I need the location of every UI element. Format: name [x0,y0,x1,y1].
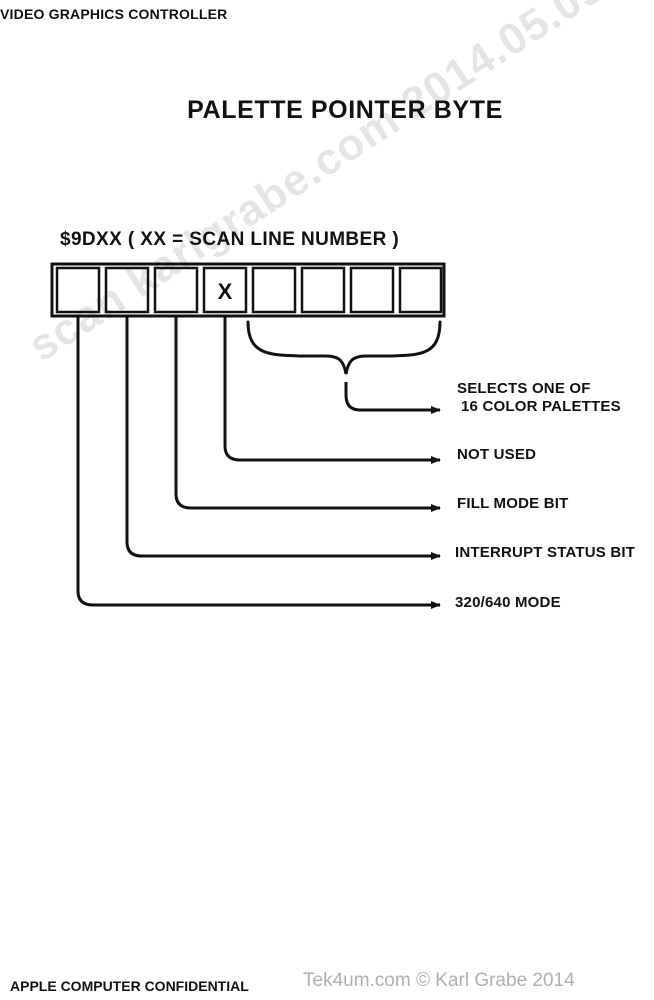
arrow-mode-320-640 [76,316,441,609]
bit-cell-5 [153,266,199,314]
label-interrupt-status-bit: INTERRUPT STATUS BIT [455,544,636,561]
register-frame [50,262,446,318]
bit-cell-2 [300,266,346,314]
arrow-fill-mode [174,316,441,512]
bit-cell-0 [398,266,443,314]
label-palette-select-1: SELECTS ONE OF [457,380,591,397]
credit-footer: Tek4um.com © Karl Grabe 2014 [303,970,575,991]
bit-cell-7 [55,266,101,314]
section-header: VIDEO GRAPHICS CONTROLLER [0,6,228,22]
arrow-not-used [223,316,441,464]
bit-value-4: X [218,279,233,304]
page-title: PALETTE POINTER BYTE [187,96,503,124]
label-palette-select-2: 16 COLOR PALETTES [461,398,621,415]
label-not-used: NOT USED [457,446,537,463]
bit-cell-4 [202,266,248,314]
label-fill-mode-bit: FILL MODE BIT [457,495,569,512]
arrow-interrupt-status [125,316,441,560]
bit-cell-1 [349,266,395,314]
arrow-palette-select [344,382,441,414]
palette-brace [246,320,442,375]
confidential-footer: APPLE COMPUTER CONFIDENTIAL [10,978,249,994]
bit-cell-3 [251,266,297,314]
bit-cell-6 [104,266,150,314]
bit-cells [55,266,443,314]
register-address-label: $9DXX ( XX = SCAN LINE NUMBER ) [60,229,400,250]
label-320-640-mode: 320/640 MODE [455,594,561,611]
